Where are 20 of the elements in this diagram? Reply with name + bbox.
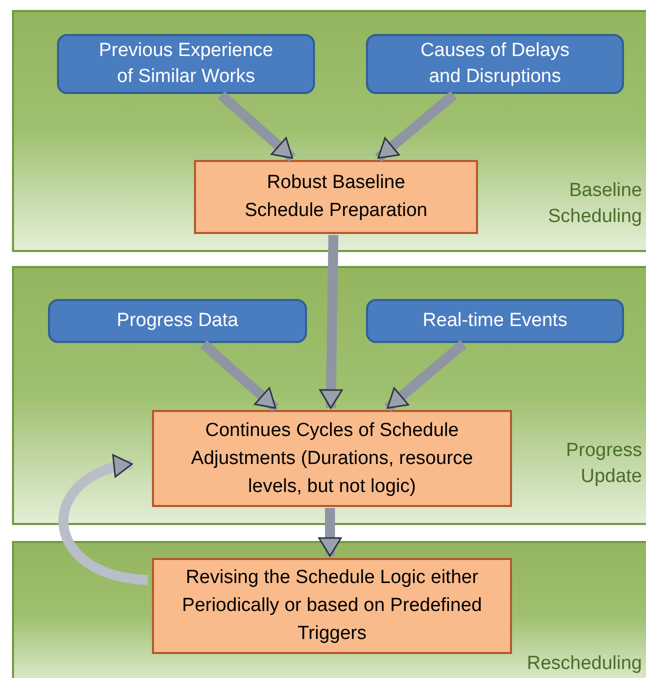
input-box: Previous Experience of Similar Works [57, 34, 315, 94]
block-arrow [218, 91, 296, 162]
process-box: Robust Baseline Schedule Preparation [194, 160, 478, 234]
block-arrow [384, 340, 467, 412]
process-box: Continues Cycles of Schedule Adjustments (Durations, resource levels, but not logic) [152, 410, 512, 507]
block-arrow [375, 91, 457, 162]
swimlane-band [12, 10, 646, 252]
lane-label: Baseline Scheduling [546, 179, 642, 229]
input-box: Progress Data [48, 299, 307, 343]
input-box: Causes of Delays and Disruptions [366, 34, 624, 94]
lane-label: Rescheduling [526, 652, 642, 676]
block-arrow [318, 508, 342, 557]
block-arrow [319, 234, 343, 409]
input-box: Real-time Events [366, 299, 624, 343]
block-arrow [58, 456, 149, 585]
swimlane-band [12, 266, 646, 525]
block-arrow [200, 340, 279, 412]
process-box: Revising the Schedule Logic either Periodically or based on Predefined Triggers [152, 558, 512, 654]
lane-label: Progress Update [564, 439, 642, 489]
swimlane-band [12, 541, 646, 678]
